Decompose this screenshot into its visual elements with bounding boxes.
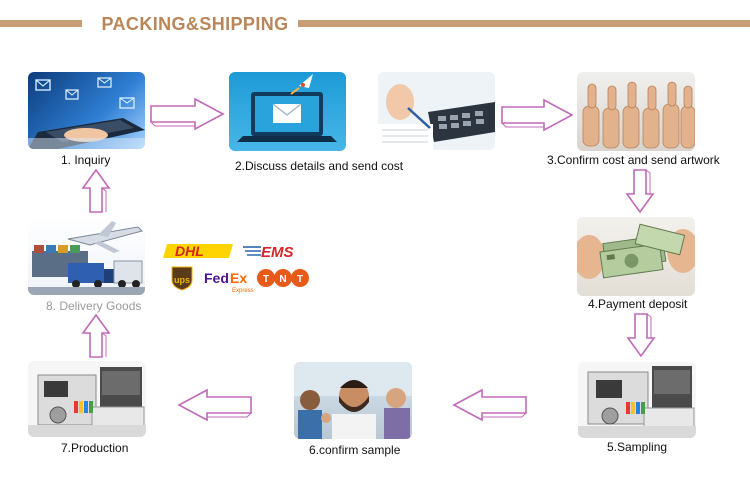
production-image bbox=[28, 361, 146, 437]
arrow-right-1 bbox=[150, 97, 225, 131]
arrow-left-1 bbox=[452, 388, 527, 422]
dhl-logo: DHL bbox=[163, 240, 233, 262]
calculator-image bbox=[378, 72, 495, 150]
tnt-logo: T N T bbox=[257, 267, 309, 289]
header-bar-left bbox=[0, 20, 82, 27]
arrow-left-2 bbox=[177, 388, 252, 422]
step-3-label: 3.Confirm cost and send artwork bbox=[547, 153, 720, 167]
svg-text:DHL: DHL bbox=[175, 243, 204, 259]
svg-text:Fed: Fed bbox=[204, 270, 229, 286]
sampling-image bbox=[578, 362, 696, 438]
step-1-label: 1. Inquiry bbox=[61, 153, 111, 167]
step-2-label: 2.Discuss details and send cost bbox=[235, 159, 404, 173]
arrow-right-2 bbox=[501, 98, 574, 132]
discuss-image bbox=[229, 72, 346, 151]
arrow-down-2 bbox=[626, 313, 656, 358]
payment-image bbox=[577, 217, 695, 296]
page-title: PACKING&SHIPPING bbox=[101, 14, 289, 34]
step-7-label: 7.Production bbox=[61, 441, 129, 455]
svg-text:T: T bbox=[297, 274, 303, 285]
step-5-label: 5.Sampling bbox=[607, 440, 668, 454]
delivery-image bbox=[28, 217, 145, 295]
svg-text:T: T bbox=[263, 274, 269, 285]
svg-text:ups: ups bbox=[174, 275, 190, 285]
arrow-down-1 bbox=[625, 169, 655, 214]
arrow-up-1 bbox=[81, 313, 111, 358]
confirm-sample-image bbox=[294, 362, 412, 439]
svg-text:Ex: Ex bbox=[230, 270, 247, 286]
fedex-logo: Fed Ex Express bbox=[204, 270, 258, 294]
header-bar-right bbox=[298, 20, 750, 27]
step-4-label: 4.Payment deposit bbox=[588, 297, 688, 311]
step-8-label: 8. Delivery Goods bbox=[46, 299, 142, 313]
confirm-cost-image bbox=[577, 72, 695, 151]
arrow-up-2 bbox=[81, 168, 111, 213]
step-6-label: 6.confirm sample bbox=[309, 443, 401, 457]
ems-logo: EMS bbox=[241, 240, 305, 262]
inquiry-image bbox=[28, 72, 145, 149]
svg-text:EMS: EMS bbox=[261, 244, 294, 261]
ups-logo: ups bbox=[169, 265, 195, 291]
svg-text:Express: Express bbox=[232, 288, 254, 294]
svg-text:N: N bbox=[279, 274, 286, 285]
